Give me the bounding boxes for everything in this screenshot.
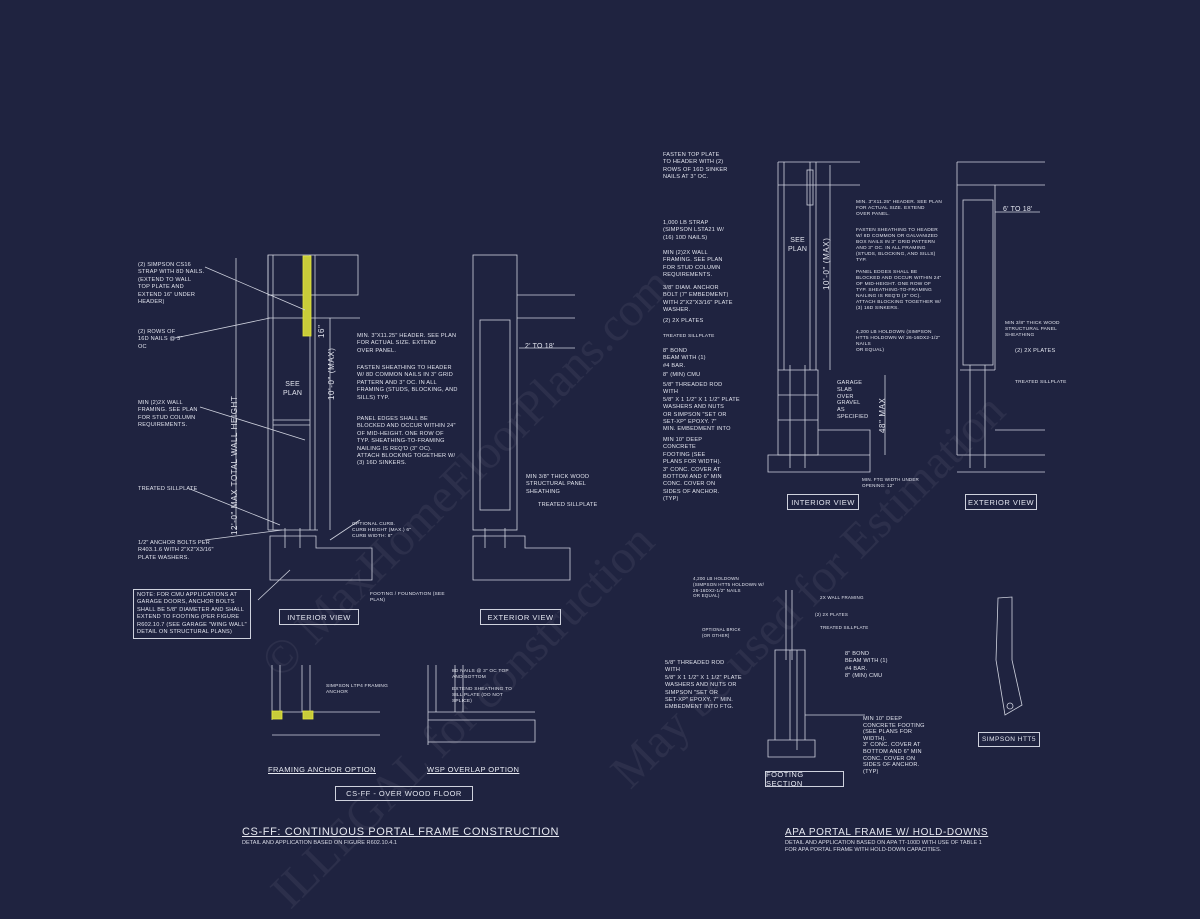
- note-plates: (2) 2x PLATES: [663, 318, 704, 324]
- note-panel-edges-r: PANEL EDGES SHALL BE BLOCKED AND OCCUR W…: [856, 270, 942, 311]
- note-fasten-sheathing-r: FASTEN SHEATHING TO HEADER W/ 8d COMMON …: [856, 228, 938, 263]
- see-plan: SEE PLAN: [283, 381, 303, 397]
- cmu-note-box: NOTE: FOR CMU APPLICATIONS AT GARAGE DOO…: [133, 589, 251, 640]
- note-treated-sillplate: TREATED SILLPLATE: [138, 486, 198, 492]
- note-header-r: MIN. 3"x11.25" HEADER. SEE PLAN FOR ACTU…: [856, 200, 943, 217]
- footing-section: [767, 590, 865, 758]
- note-fasten-sheathing: FASTEN SHEATHING TO HEADER W/ 8d COMMON …: [357, 365, 458, 401]
- label-over-wood-floor: CS-FF - OVER WOOD FLOOR: [335, 786, 473, 801]
- label-exterior-view-right: EXTERIOR VIEW: [965, 494, 1037, 510]
- note-treated-sillplate-r: TREATED SILLPLATE: [663, 334, 715, 339]
- dim-48in-max: 48" MAX: [878, 397, 887, 434]
- title-cs-ff: CS-FF: CONTINUOUS PORTAL FRAME CONSTRUCT…: [242, 826, 560, 838]
- right-exterior-wall: [956, 161, 1045, 473]
- label-exterior-view-left: EXTERIOR VIEW: [480, 609, 561, 625]
- note-footing: FOOTING / FOUNDATION (SEE PLAN): [370, 592, 445, 603]
- label-footing-section: FOOTING SECTION: [765, 770, 844, 788]
- dim-span-r: 6' TO 18': [1003, 206, 1033, 213]
- title-apa-portal-frame: APA PORTAL FRAME W/ HOLD-DOWNS: [785, 827, 989, 838]
- note-fasten-top-plate: FASTEN TOP PLATE TO HEADER WITH (2) ROWS…: [663, 152, 728, 181]
- note-bond-beam: 8" BOND BEAM WITH (1) #4 BAR.: [663, 348, 706, 369]
- note-sheathing: MIN 3/8" THICK WOOD STRUCTURAL PANEL SHE…: [526, 474, 590, 495]
- subtitle-apa-portal-frame: DETAIL AND APPLICATION BASED ON APA TT-1…: [785, 840, 982, 853]
- drawing-linework: [174, 161, 1045, 758]
- note-ltp4: SIMPSON LTP4 FRAMING ANCHOR: [326, 684, 389, 695]
- note-concrete-footing: MIN 10" DEEP CONCRETE FOOTING (SEE PLANS…: [663, 437, 722, 503]
- see-plan-r: SEE PLAN: [788, 237, 808, 253]
- note-threaded-rod: 5/8" THREADED ROD WITH 5/8" x 1 1/2" x 1…: [663, 382, 740, 433]
- note-anchor-bolts: 1/2" ANCHOR BOLTS PER R403.1.6 WITH 2"x2…: [138, 540, 214, 561]
- fs-threaded-rod: 5/8" THREADED ROD WITH 5/8" x 1 1/2" x 1…: [665, 660, 742, 711]
- dim-10ft-max-r: 10'-0" (MAX): [822, 237, 831, 290]
- dim-10ft-max: 10'-0" (MAX): [327, 347, 336, 400]
- note-wall-framing: MIN (2)2X WALL FRAMING. SEE PLAN FOR STU…: [138, 400, 198, 429]
- note-cs16-strap: (2) SIMPSON CS16 STRAP WITH 8d NAILS. (E…: [138, 262, 205, 306]
- wsp-overlap-detail: [427, 665, 536, 745]
- left-exterior-wall: [472, 254, 575, 581]
- label-simpson-htt5: SIMPSON HTT5: [978, 732, 1040, 747]
- note-header: MIN. 3"x11.25" HEADER. SEE PLAN FOR ACTU…: [357, 333, 457, 354]
- note-extend-sheathing: EXTEND SHEATHING TO SILL PLATE (DO NOT S…: [452, 687, 513, 704]
- framing-anchor-detail: [271, 665, 380, 736]
- fs-holdown: 4,200 LB HOLDOWN (SIMPSON HTT5 HOLDOWN W…: [693, 576, 765, 599]
- note-treated-sillplate-ext-r: TREATED SILLPLATE: [1015, 380, 1067, 385]
- note-optional-curb: OPTIONAL CURB. CURB HEIGHT (MAX.) 6" CUR…: [352, 522, 412, 539]
- note-cmu: 8" (MIN) CMU: [663, 372, 701, 378]
- fs-brick: OPTIONAL BRICK (OR OTHER): [702, 627, 741, 638]
- label-wsp-overlap-option: WSP OVERLAP OPTION: [427, 765, 520, 774]
- note-rows-nails: (2) ROWS OF 16d NAILS @ 3" OC: [138, 329, 183, 350]
- dim-16in: 16": [317, 324, 326, 338]
- right-interior-wall: [767, 161, 886, 473]
- note-treated-sillplate-ext: TREATED SILLPLATE: [538, 502, 598, 508]
- note-strap: 1,000 LB STRAP (SIMPSON LSTA21 W/ (16) 1…: [663, 220, 724, 241]
- cs16-strap: [302, 255, 312, 337]
- fs-bond-beam: 8" BOND BEAM WITH (1) #4 BAR. 8" (MIN) C…: [845, 651, 888, 680]
- dim-total-wall-height: 12'-0" MAX TOTAL WALL HEIGHT: [230, 395, 239, 535]
- note-wall-framing-r: MIN (2)2X WALL FRAMING. SEE PLAN FOR STU…: [663, 250, 723, 279]
- dim-span: 2' TO 18': [525, 343, 555, 350]
- note-panel-edges: PANEL EDGES SHALL BE BLOCKED AND OCCUR W…: [357, 416, 456, 467]
- fs-sillplate: TREATED SILLPLATE: [820, 625, 869, 630]
- label-framing-anchor-option: FRAMING ANCHOR OPTION: [268, 765, 376, 774]
- fs-plates: (2) 2x PLATES: [815, 612, 849, 617]
- simpson-htt5-drawing: [995, 596, 1023, 716]
- note-holdown: 4,200 LB HOLDOWN (SIMPSON HTT5 HOLDOWN W…: [856, 330, 941, 353]
- note-plates-ext: (2) 2x PLATES: [1015, 348, 1056, 354]
- note-garage-slab: GARAGE SLAB OVER GRAVEL AS SPECIFIED: [837, 380, 869, 420]
- label-interior-view-left: INTERIOR VIEW: [279, 609, 359, 625]
- fs-wall-framing: 2x WALL FRAMING: [820, 595, 864, 600]
- left-interior-wall: [235, 254, 373, 581]
- fs-footing: MIN 10" DEEP CONCRETE FOOTING (SEE PLANS…: [863, 716, 925, 775]
- note-anchor-bolt: 3/8" DIAM. ANCHOR BOLT (7" EMBEDMENT) WI…: [663, 285, 733, 314]
- note-min-ftg: MIN. FTG WIDTH UNDER OPENING: 12": [862, 477, 919, 488]
- note-sheathing-r: MIN 3/8" THICK WOOD STRUCTURAL PANEL SHE…: [1005, 321, 1060, 338]
- label-interior-view-right: INTERIOR VIEW: [787, 494, 859, 510]
- note-8d-nails: 8d NAILS @ 3" OC TOP AND BOTTOM: [452, 669, 509, 680]
- subtitle-cs-ff: DETAIL AND APPLICATION BASED ON FIGURE R…: [242, 840, 398, 846]
